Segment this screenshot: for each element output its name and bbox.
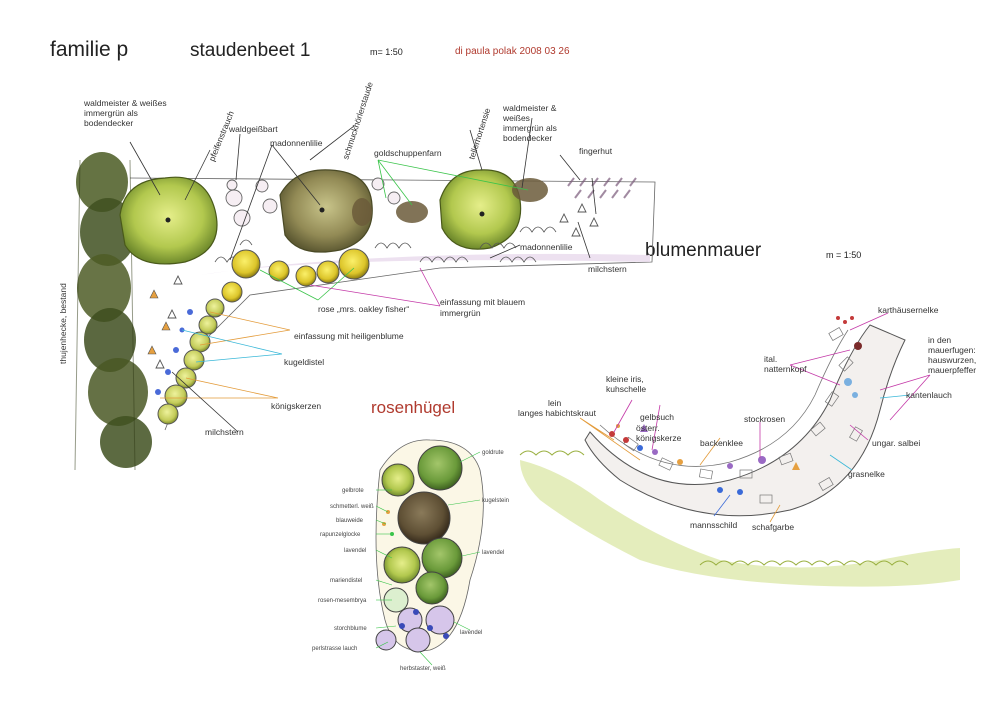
tellerhortensie-shrub — [439, 169, 522, 250]
label-karthaeusernelke: karthäusernelke — [878, 305, 939, 315]
label-rosen-right-0: goldrute — [482, 450, 504, 456]
rosenhuegel-plan: gelbrote schmetterl. weiß blauweide rapu… — [312, 439, 509, 672]
dry-stone-wall — [584, 324, 906, 517]
wall-stones — [623, 327, 863, 504]
label-schmuckhoerlerstaude: schmuckhörlerstaude — [340, 80, 375, 160]
label-backenklee: backenklee — [700, 438, 743, 448]
label-habichtskraut: langes habichtskraut — [518, 408, 597, 418]
section-title-rosenhuegel: rosenhügel — [371, 398, 456, 417]
label-lein: lein — [548, 398, 562, 408]
label-oesterr-koenigskerze: österr.königskerze — [636, 423, 682, 443]
koenigskerzen-plants — [147, 289, 171, 355]
label-schafgarbe: schafgarbe — [752, 522, 794, 532]
label-rose: rose „mrs. oakley fisher“ — [318, 304, 409, 314]
label-rosen-right-2: lavendel — [482, 550, 504, 556]
milchstern-plants-left — [155, 274, 183, 369]
label-grasnelke: grasnelke — [848, 469, 885, 479]
label-rosen-left-0: gelbrote — [342, 488, 364, 494]
label-einfassung-heiligenblume: einfassung mit heiligenblume — [294, 331, 404, 341]
label-mannsschild: mannsschild — [690, 520, 738, 530]
label-hecke: thujenhecke, bestand — [58, 283, 68, 364]
label-milchstern-right: milchstern — [588, 264, 627, 274]
label-rosen-left-3: rapunzelglocke — [320, 532, 361, 538]
mauer-connectors — [579, 312, 931, 523]
kugeldistel-plants — [155, 309, 193, 395]
waldgeissbart-plants — [225, 177, 401, 227]
staudenbeet-connectors — [129, 117, 597, 433]
label-madonnenlilie-bottom: madonnenlilie — [520, 242, 573, 252]
label-rosen-left-8: perlstrasse lauch — [312, 646, 357, 652]
label-kleine-iris: kleine iris,kuhschelle — [606, 374, 646, 394]
label-tellerhortensie: tellerhortensie — [466, 106, 492, 160]
label-rosen-bottom: herbstaster, weiß — [400, 666, 446, 672]
label-kugeldistel: kugeldistel — [284, 357, 324, 367]
label-koenigskerzen: königskerzen — [271, 401, 321, 411]
wall-flowers — [609, 316, 862, 495]
label-rosen-right-1: kugelstein — [482, 498, 509, 504]
label-waldgeissbart: waldgeißbart — [228, 124, 278, 134]
section-title-blumenmauer: blumenmauer — [645, 240, 762, 261]
label-kantenlauch: kantenlauch — [906, 390, 952, 400]
label-rosen-left-6: rosen-mesembrya — [318, 598, 367, 604]
rose-row — [221, 248, 370, 303]
label-rosen-left-5: mariendistel — [330, 578, 362, 584]
rosenhuegel-connectors — [375, 451, 481, 666]
section-scale-blumenmauer: m = 1:50 — [826, 250, 862, 260]
pfeifenstrauch-shrub — [119, 176, 218, 265]
plan-scale: m= 1:50 — [370, 47, 403, 57]
label-fingerhut: fingerhut — [579, 146, 613, 156]
label-rosen-left-2: blauweide — [336, 518, 364, 524]
wall-bed — [599, 329, 849, 467]
label-rosen-right-3: lavendel — [460, 630, 482, 636]
schmuckhoerlerstaude-shrub — [279, 169, 373, 253]
label-rosen-left-7: storchblume — [334, 626, 367, 632]
meadow-grass — [520, 460, 960, 587]
label-stockrosen: stockrosen — [744, 414, 785, 424]
label-rosen-left-1: schmetterl. weiß — [330, 504, 374, 510]
milchstern-plants-right — [559, 202, 599, 237]
label-rosen-left-4: lavendel — [344, 548, 366, 554]
madonnenlilie-foliage — [214, 226, 557, 263]
label-madonnenlilie-top: madonnenlilie — [270, 138, 323, 148]
rosenhuegel-plants — [375, 445, 463, 653]
fingerhut-plants — [567, 177, 637, 199]
label-gelbsuch: gelbsuch — [640, 412, 674, 422]
label-goldschuppenfarn: goldschuppenfarn — [374, 148, 442, 158]
label-milchstern-left: milchstern — [205, 427, 244, 437]
label-pfeifenstrauch: pfeifenstrauch — [207, 109, 236, 163]
client-name: familie p — [50, 38, 129, 61]
rosenhuegel-accents — [382, 510, 449, 639]
label-ungar-salbei: ungar. salbei — [872, 438, 920, 448]
plan-title: staudenbeet 1 — [190, 40, 311, 61]
bed-fill-lilac — [200, 253, 650, 275]
label-natternkopf: ital.natternkopf — [764, 354, 807, 374]
thuja-hedge — [74, 152, 152, 471]
author-date: di paula polak 2008 03 26 — [455, 46, 570, 57]
goldschuppenfarn-plants — [352, 178, 548, 226]
